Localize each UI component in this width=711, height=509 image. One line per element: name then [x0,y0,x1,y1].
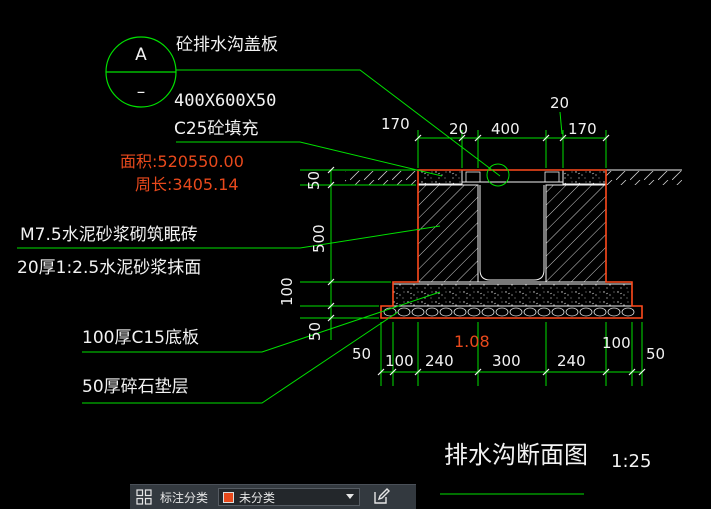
base-slab [392,283,633,307]
label-plaster: 20厚1:2.5水泥砂浆抹面 [17,258,201,278]
ground-line [345,169,682,185]
dim-240-bottom-right: 240 [557,352,586,370]
label-fill: C25砼填充 [174,119,259,139]
dim-100-bottom-left: 100 [385,352,414,370]
dim-170-left: 170 [381,115,410,133]
dim-100-left: 100 [278,277,296,306]
perimeter-text: 周长:3405.14 [135,175,239,194]
category-color-swatch [223,491,235,503]
dim-50-left: 50 [305,171,323,190]
dim-100-bottom-right: 100 [602,334,631,352]
label-brick: M7.5水泥砂浆砌筑眠砖 [20,225,198,245]
dim-300-bottom: 300 [492,352,521,370]
gravel-layer [380,305,643,319]
cover-slab [417,169,607,185]
drawing-title: 排水沟断面图 [444,441,588,469]
dimension-ticks [327,134,646,376]
label-cover-size: 400X600X50 [174,91,276,111]
dim-240-bottom-left: 240 [425,352,454,370]
annotation-category-select[interactable]: 未分类 [218,488,361,506]
dim-50-bottom-right: 50 [646,345,665,363]
dim-400: 400 [491,120,520,138]
section-symbol: A – [105,36,177,108]
symbol-letter: A [135,45,147,65]
edit-icon[interactable] [368,485,394,509]
brick-walls [417,184,607,283]
label-gravel: 50厚碎石垫层 [82,377,189,397]
dim-500-left: 500 [310,224,328,253]
label-base: 100厚C15底板 [82,328,199,348]
drawing-scale: 1:25 [611,451,651,472]
chevron-down-icon [345,490,355,504]
selected-outline[interactable] [380,169,643,319]
label-cover: 砼排水沟盖板 [176,35,278,55]
dim-20-right: 20 [550,94,569,112]
dim-20-left: 20 [449,120,468,138]
dimension-lines [300,111,643,386]
dim-50-left-bottom: 50 [306,322,324,341]
annotation-category-value: 未分类 [239,490,276,505]
dim-170-right: 170 [568,120,597,138]
width-label: 1.08 [454,332,490,351]
dim-50-bottom-left: 50 [352,345,371,363]
grid-icon[interactable] [130,485,158,509]
annotation-category-label: 标注分类 [160,490,209,505]
area-text: 面积:520550.00 [120,152,244,171]
annotation-toolbar: 标注分类 未分类 [130,484,416,509]
symbol-dash: – [137,82,146,102]
leader-lines [17,69,584,495]
